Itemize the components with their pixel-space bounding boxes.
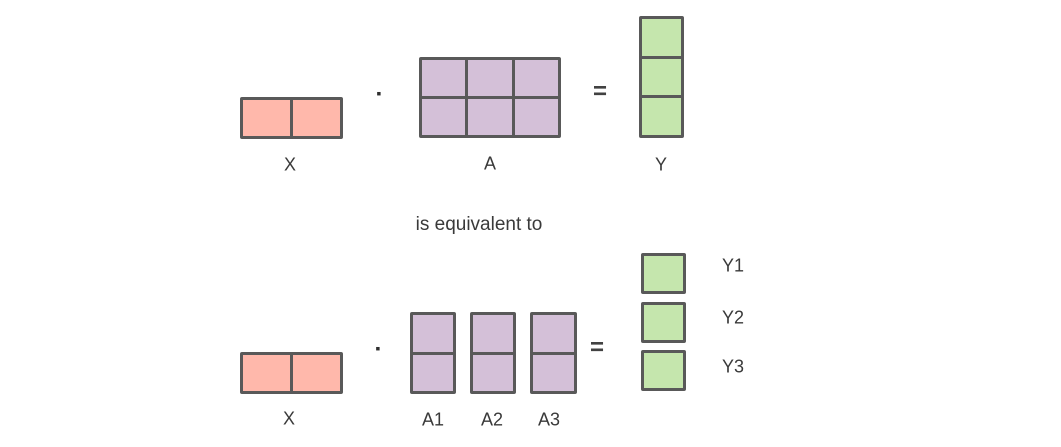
matrix-cell	[642, 98, 681, 135]
label-a2: A2	[480, 409, 504, 430]
matrix-cell	[413, 315, 453, 352]
matrix-cell	[413, 354, 453, 391]
matrix-cell	[644, 256, 683, 291]
equals-icon-bottom: =	[589, 334, 605, 361]
matrix-cell	[468, 99, 512, 135]
matrix-cell	[422, 99, 466, 135]
matrix-y1-block	[641, 253, 686, 294]
matrix-cell	[644, 353, 683, 388]
label-a1: A1	[421, 409, 445, 430]
matrix-cell	[468, 60, 512, 96]
label-y1: Y1	[721, 255, 745, 276]
matrix-a3-block	[530, 312, 577, 394]
label-a3: A3	[537, 409, 561, 430]
matrix-y-full	[639, 16, 684, 138]
matrix-y3-block	[641, 350, 686, 391]
multiply-dot-icon: ▪	[375, 340, 381, 356]
label-a: A	[483, 153, 497, 174]
matrix-y2-block	[641, 302, 686, 343]
matrix-a2-block	[470, 312, 516, 394]
matrix-cell	[473, 315, 513, 352]
matrix-cell	[293, 100, 340, 136]
matrix-cell	[642, 19, 681, 56]
label-x-bottom: X	[282, 408, 296, 429]
matrix-a1-block	[410, 312, 456, 394]
label-y3: Y3	[721, 356, 745, 377]
matrix-cell	[533, 354, 574, 391]
matrix-x-bottom	[240, 352, 343, 394]
matrix-cell	[473, 354, 513, 391]
matrix-cell	[642, 58, 681, 96]
multiply-dot-icon: ▪	[376, 85, 382, 101]
matrix-cell	[644, 305, 683, 340]
matrix-cell	[293, 355, 340, 391]
matrix-a-full	[419, 57, 561, 138]
matrix-cell	[243, 100, 290, 136]
equals-icon-top: =	[592, 78, 608, 105]
matrix-cell	[514, 99, 558, 135]
matrix-cell	[533, 315, 574, 352]
label-y2: Y2	[721, 307, 745, 328]
matrix-cell	[422, 60, 466, 96]
matrix-x-top	[240, 97, 343, 139]
label-x-top: X	[283, 154, 297, 175]
equivalence-text: is equivalent to	[415, 214, 543, 235]
matrix-cell	[514, 60, 558, 96]
matrix-cell	[243, 355, 290, 391]
label-y: Y	[654, 154, 668, 175]
